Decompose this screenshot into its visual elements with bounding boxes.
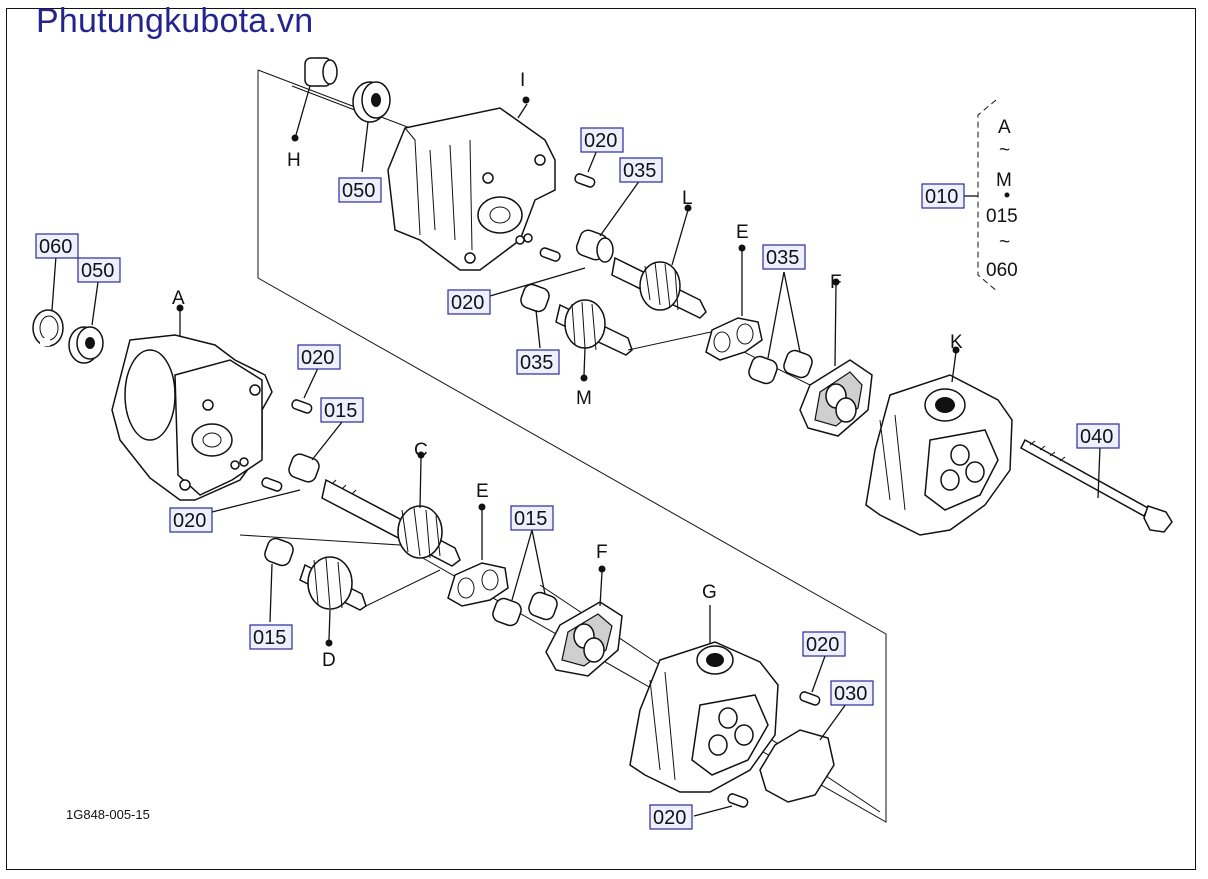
label-e-top: E xyxy=(736,222,749,243)
ref-035-top[interactable]: 035 xyxy=(619,157,663,183)
ball-bearing-top xyxy=(352,81,391,123)
bolt-040 xyxy=(1020,438,1173,533)
svg-text:015: 015 xyxy=(253,627,286,649)
ball-bearing-left xyxy=(68,326,104,364)
ref-020-left-top[interactable]: 020 xyxy=(297,344,341,370)
ref-035-pair[interactable]: 035 xyxy=(762,244,806,270)
ref-020-left-bottom[interactable]: 020 xyxy=(169,507,213,533)
side-plate-e-lower xyxy=(447,562,509,607)
ref-015-bottom[interactable]: 015 xyxy=(249,624,293,650)
pump-cover-k xyxy=(865,374,1013,536)
ref-035-mid[interactable]: 035 xyxy=(516,349,560,375)
letter-labels: H I L E F M K A C E F G D xyxy=(172,70,963,671)
svg-text:010: 010 xyxy=(925,186,958,208)
ref-040[interactable]: 040 xyxy=(1076,423,1120,449)
pump-housing-i xyxy=(387,107,556,271)
bush-015-lower xyxy=(264,537,294,567)
bush-035-pair-top xyxy=(748,349,813,385)
svg-text:020: 020 xyxy=(173,510,206,532)
svg-text:035: 035 xyxy=(520,352,553,374)
svg-text:015: 015 xyxy=(514,508,547,530)
pump-cover-g xyxy=(629,641,779,793)
label-h: H xyxy=(287,150,301,171)
svg-text:015: 015 xyxy=(324,400,357,422)
ref-015-pair[interactable]: 015 xyxy=(510,505,554,531)
driven-gear-d xyxy=(299,556,367,611)
svg-text:050: 050 xyxy=(81,260,114,282)
legend-line-6: 060 xyxy=(986,260,1018,281)
svg-text:035: 035 xyxy=(766,247,799,269)
drive-gear-l xyxy=(611,256,707,319)
legend-line-5: ~ xyxy=(999,232,1010,253)
ref-020-mid[interactable]: 020 xyxy=(447,289,491,315)
needle-bearing-h xyxy=(304,57,338,87)
watermark: Phutungkubota.vn xyxy=(36,2,314,40)
label-m: M xyxy=(576,388,592,409)
label-a: A xyxy=(172,288,185,309)
bush-015-pair xyxy=(492,591,558,627)
range-bracket xyxy=(962,99,1010,293)
svg-text:030: 030 xyxy=(834,683,867,705)
label-c: C xyxy=(414,440,428,461)
svg-text:020: 020 xyxy=(806,634,839,656)
svg-text:060: 060 xyxy=(39,236,72,258)
svg-text:050: 050 xyxy=(342,180,375,202)
svg-text:040: 040 xyxy=(1080,426,1113,448)
diagram-frame xyxy=(6,8,1196,870)
label-f-top: F xyxy=(830,272,842,293)
ref-020-bottom[interactable]: 020 xyxy=(649,804,693,830)
range-legend: A ~ M 015 ~ 060 xyxy=(986,117,1018,281)
pump-housing-a xyxy=(111,334,273,501)
legend-line-2: ~ xyxy=(999,140,1010,161)
svg-text:020: 020 xyxy=(301,347,334,369)
snap-ring-060 xyxy=(32,309,64,347)
side-plate-e-top xyxy=(705,317,763,361)
label-i: I xyxy=(520,70,525,91)
assembly-outline xyxy=(239,69,887,823)
gasket-f-lower xyxy=(545,601,623,677)
ref-060[interactable]: 060 xyxy=(35,233,79,259)
bush-015-upper xyxy=(288,453,320,483)
bush-035-top xyxy=(575,229,614,263)
gasket-f-top xyxy=(799,359,873,437)
svg-text:020: 020 xyxy=(451,292,484,314)
label-d: D xyxy=(322,650,336,671)
svg-text:020: 020 xyxy=(653,807,686,829)
ref-020-top[interactable]: 020 xyxy=(580,127,624,153)
driven-gear-m xyxy=(555,299,633,356)
legend-line-1: A xyxy=(998,117,1011,138)
ref-010[interactable]: 010 xyxy=(921,183,965,209)
legend-line-4: 015 xyxy=(986,206,1018,227)
svg-text:035: 035 xyxy=(623,160,656,182)
legend-line-3: M xyxy=(996,170,1012,191)
drive-gear-c xyxy=(321,478,461,567)
label-l: L xyxy=(682,188,693,209)
label-k: K xyxy=(950,332,963,353)
label-e-lower: E xyxy=(476,481,489,502)
ref-030[interactable]: 030 xyxy=(830,680,874,706)
plug-cap-030 xyxy=(759,729,835,803)
label-g: G xyxy=(702,582,717,603)
ref-050-left[interactable]: 050 xyxy=(77,257,121,283)
ref-020-right[interactable]: 020 xyxy=(802,631,846,657)
label-f-lower: F xyxy=(596,542,608,563)
svg-text:020: 020 xyxy=(584,130,617,152)
ref-015-top[interactable]: 015 xyxy=(320,397,364,423)
ref-050-top[interactable]: 050 xyxy=(338,177,382,203)
bush-035-mid xyxy=(520,283,550,313)
diagram-code: 1G848-005-15 xyxy=(66,807,150,822)
